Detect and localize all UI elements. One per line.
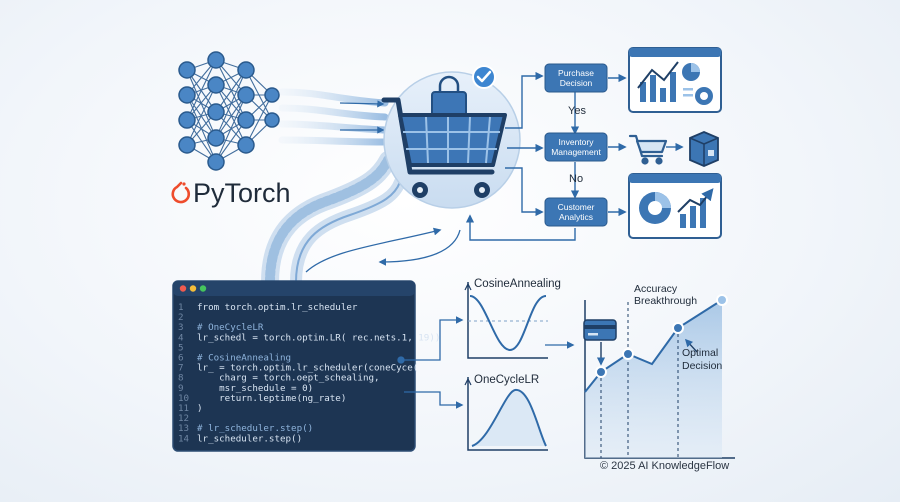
window-close-dot[interactable]	[179, 285, 187, 292]
cart-to-decisions-arrows	[465, 71, 580, 241]
cosine-annealing-chart: CosineAnnealing	[464, 278, 561, 359]
purchase-decision-label-2: Decision	[560, 78, 593, 88]
code-line-number: 2	[178, 312, 184, 323]
accuracy-label-1: Accuracy	[634, 283, 678, 295]
code-line[interactable]: # OneCycleLR	[197, 322, 264, 333]
code-line[interactable]: lr_scheduler.step()	[197, 433, 302, 444]
code-line[interactable]: charg = torch.oept_schealing,	[197, 373, 380, 384]
copyright-footer: © 2025 AI KnowledgeFlow	[600, 460, 729, 472]
code-line-number: 9	[178, 383, 184, 394]
cosine-annealing-title: CosineAnnealing	[474, 278, 561, 290]
customer-analytics-box: Customer Analytics	[544, 197, 608, 227]
onecycle-lr-chart: OneCycleLR	[464, 374, 548, 451]
code-line-number: 12	[178, 413, 189, 424]
code-line-number: 11	[178, 403, 189, 414]
window-maximize-dot[interactable]	[199, 285, 207, 292]
code-to-schedule-arrows	[397, 316, 575, 409]
code-line-number: 14	[178, 433, 190, 444]
shopping-cart-icon	[381, 97, 507, 198]
analytics-dashboard-icon	[628, 173, 722, 239]
code-line[interactable]: lr_ = torch.optim.lr_scheduler(coneCyce(	[197, 363, 418, 374]
small-cart-icon	[628, 134, 668, 165]
decision-output-arrows	[608, 73, 684, 217]
pytorch-logo: PyTorch	[171, 178, 291, 208]
check-badge-icon	[472, 65, 496, 89]
code-line-number: 8	[178, 373, 184, 384]
pytorch-flame-icon	[171, 181, 191, 204]
code-line-number: 5	[178, 342, 184, 353]
onecycle-lr-title: OneCycleLR	[474, 374, 539, 386]
accuracy-chart: Accuracy Breakthrough Optimal Decision	[583, 283, 735, 459]
code-line-number: 4	[178, 332, 184, 343]
code-line[interactable]: # lr_scheduler.step()	[197, 423, 313, 434]
purchase-decision-box: Purchase Decision	[544, 63, 608, 93]
optimal-label-2: Decision	[682, 360, 722, 372]
code-line-number: 10	[178, 393, 189, 404]
code-editor-window: 1 from torch.optim.lr_scheduler 23 # OneCyc…	[172, 280, 440, 452]
nn-data-streams	[278, 88, 389, 146]
pytorch-wordmark: PyTorch	[193, 178, 291, 208]
neural-network-icon	[178, 51, 280, 171]
package-icon	[689, 131, 719, 167]
customer-analytics-label-1: Customer	[558, 202, 595, 212]
code-line[interactable]: )	[197, 403, 203, 414]
window-minimize-dot[interactable]	[189, 285, 197, 292]
code-lines: 1 from torch.optim.lr_scheduler 23 # OneCyc…	[178, 302, 440, 444]
customer-analytics-label-2: Analytics	[559, 212, 593, 222]
optimal-label-1: Optimal	[682, 347, 718, 359]
dashboard-icon	[628, 47, 722, 113]
code-line[interactable]: return.leptime(ng_rate)	[197, 393, 346, 404]
code-line[interactable]: lr_schedl = torch.optim.LR( rec.nets.1, …	[197, 332, 440, 343]
inventory-management-box: Inventory Management	[544, 132, 608, 162]
central-cart-hub	[381, 65, 521, 209]
code-line[interactable]: # CosineAnnealing	[197, 353, 291, 364]
code-line[interactable]: msr_schedule = 0)	[197, 383, 313, 394]
code-line-number: 3	[178, 322, 184, 333]
code-line-number: 13	[178, 423, 189, 434]
credit-card-icon	[583, 319, 617, 341]
code-line-number: 7	[178, 363, 184, 374]
inventory-management-label-2: Management	[551, 147, 601, 157]
accuracy-label-2: Breakthrough	[634, 295, 697, 307]
no-label: No	[569, 173, 583, 185]
purchase-decision-label-1: Purchase	[558, 68, 594, 78]
code-line[interactable]: from torch.optim.lr_scheduler	[197, 302, 358, 313]
code-line-number: 6	[178, 353, 184, 364]
yes-label: Yes	[568, 105, 586, 117]
inventory-management-label-1: Inventory	[559, 137, 595, 147]
editor-to-cart-ribbons	[261, 151, 461, 291]
code-line-number: 1	[178, 302, 184, 313]
